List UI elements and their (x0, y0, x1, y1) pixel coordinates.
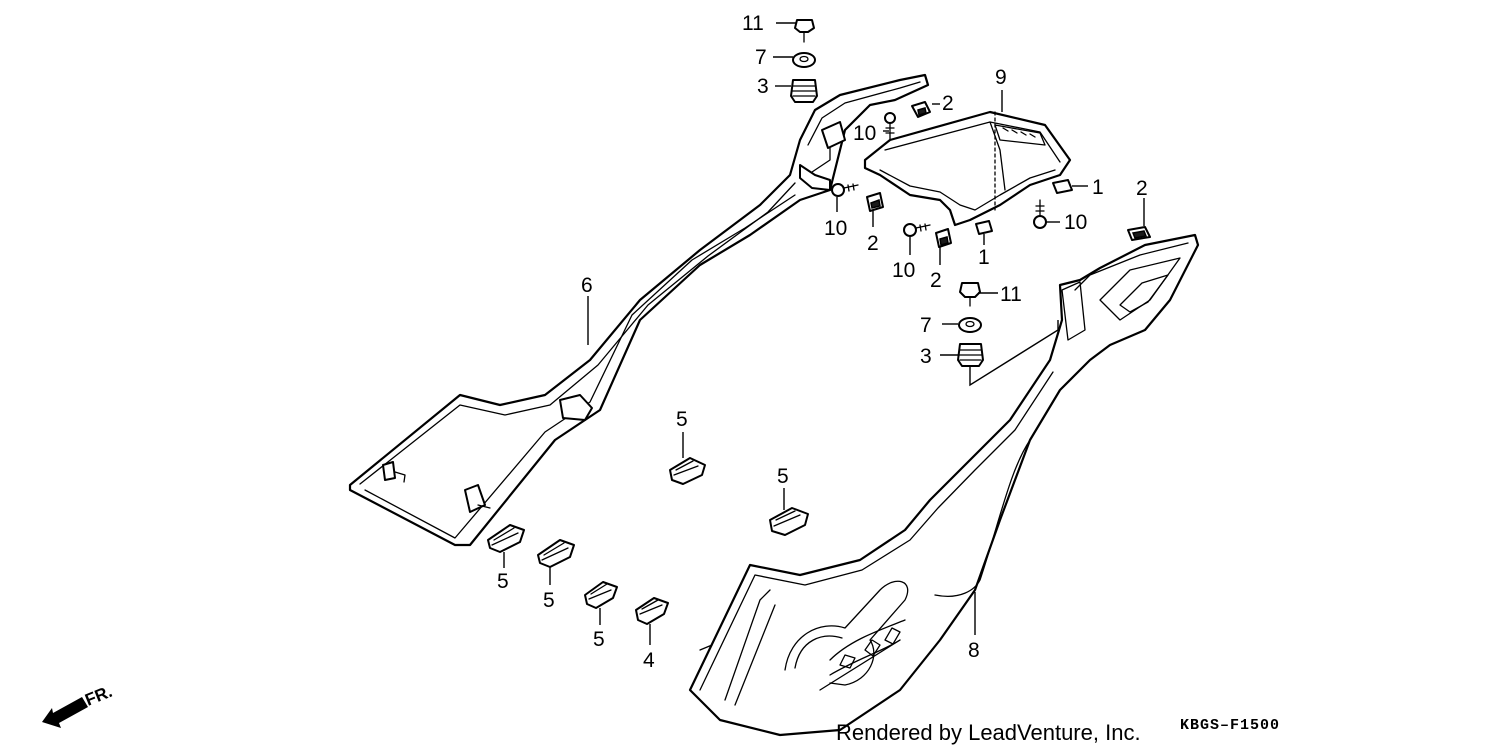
bolt-11-top (794, 19, 815, 43)
callout-2-top: 2 (942, 92, 954, 115)
grommet-4 (635, 597, 669, 625)
washer-7-mid (958, 317, 982, 333)
callout-9: 9 (995, 66, 1007, 89)
bolt-11-mid (959, 282, 981, 307)
screw-10-b (831, 183, 859, 197)
callout-3-top: 3 (757, 75, 769, 98)
callout-5-lower-left: 5 (543, 589, 555, 612)
callout-10-center: 10 (892, 259, 915, 282)
callout-2-center: 2 (930, 269, 942, 292)
callout-2-left: 2 (867, 232, 879, 255)
clip-2-d (1127, 226, 1151, 241)
callout-8: 8 (968, 639, 980, 662)
callout-5-bottom: 5 (593, 628, 605, 651)
grommet-5-b (769, 507, 809, 536)
screw-10-a (884, 112, 896, 141)
callout-4: 4 (643, 649, 655, 672)
clip-2-a (911, 101, 931, 118)
callout-2-right: 2 (1136, 177, 1148, 200)
callout-10-left: 10 (824, 217, 847, 240)
cb-emblem (784, 580, 909, 691)
screw-10-d (1033, 199, 1047, 229)
grommet-5-e (584, 581, 618, 609)
grommet-5-a (669, 457, 706, 485)
callout-1-right: 1 (1092, 176, 1104, 199)
callout-1-center: 1 (978, 246, 990, 269)
callout-10-right: 10 (1064, 211, 1087, 234)
callout-7-top: 7 (755, 46, 767, 69)
right-side-cover (688, 233, 1200, 737)
grommet-5-c (487, 524, 525, 553)
grommet-3-mid (957, 343, 984, 367)
diagram-code: KBGS–F1500 (1180, 717, 1280, 734)
render-credit: Rendered by LeadVenture, Inc. (836, 720, 1141, 745)
callout-5-upper: 5 (676, 408, 688, 431)
center-cowl (863, 110, 1072, 227)
callout-5-right: 5 (777, 465, 789, 488)
callout-11-top: 11 (742, 12, 764, 35)
callout-7-mid: 7 (920, 314, 932, 337)
screw-10-c (903, 223, 931, 237)
callout-labels: 11 7 3 9 2 10 1 2 10 2 10 2 1 10 11 7 3 … (497, 12, 1148, 672)
leader-lines (503, 22, 1145, 645)
callout-3-mid: 3 (920, 345, 932, 368)
callout-6: 6 (581, 274, 593, 297)
clip-2-b (866, 192, 884, 212)
clip-2-c (935, 228, 952, 248)
callout-5-left: 5 (497, 570, 509, 593)
callout-10-top: 10 (853, 122, 876, 145)
clip-1-a (1052, 179, 1073, 194)
callout-11-mid: 11 (1000, 283, 1022, 306)
washer-7-top (792, 52, 816, 68)
left-side-cover (348, 73, 930, 547)
clip-1-b (975, 220, 993, 235)
front-arrow-icon (42, 697, 88, 728)
front-direction-indicator: FR. (42, 682, 115, 728)
grommet-5-d (537, 539, 575, 568)
front-label: FR. (82, 682, 115, 710)
grommet-3-top (790, 79, 818, 103)
